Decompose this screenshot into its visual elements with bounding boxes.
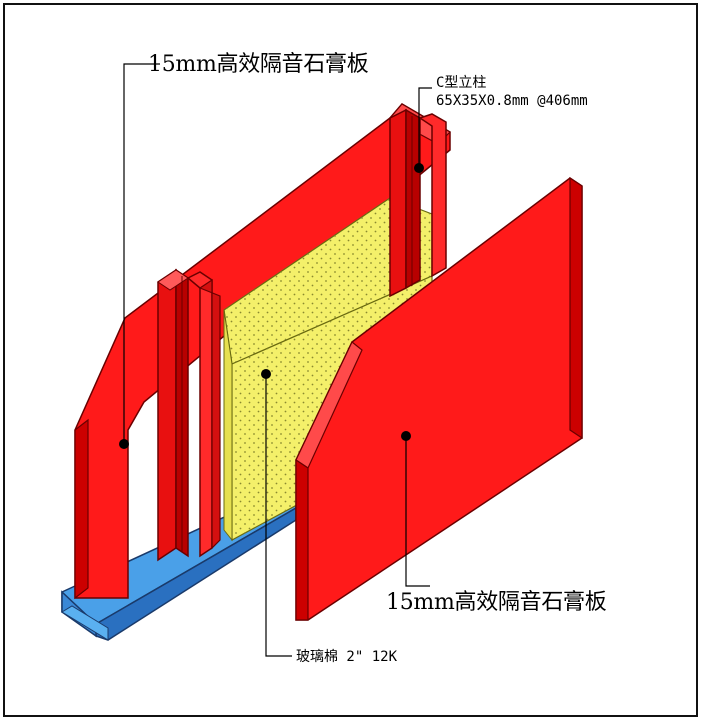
- label-board-top: 15mm高效隔音石膏板: [148, 52, 369, 77]
- c-stud-back: [389, 108, 447, 298]
- label-stud-title: C型立柱: [436, 75, 487, 91]
- leader-dots: [119, 163, 424, 449]
- label-board-bottom: 15mm高效隔音石膏板: [386, 590, 607, 615]
- c-stud-front: [157, 268, 221, 562]
- leader-lines: [123, 63, 432, 657]
- label-stud-spec: 65X35X0.8mm @406mm: [436, 93, 588, 109]
- label-insulation: 玻璃棉 2" 12K: [296, 649, 398, 665]
- front-gypsum-board: [295, 176, 583, 621]
